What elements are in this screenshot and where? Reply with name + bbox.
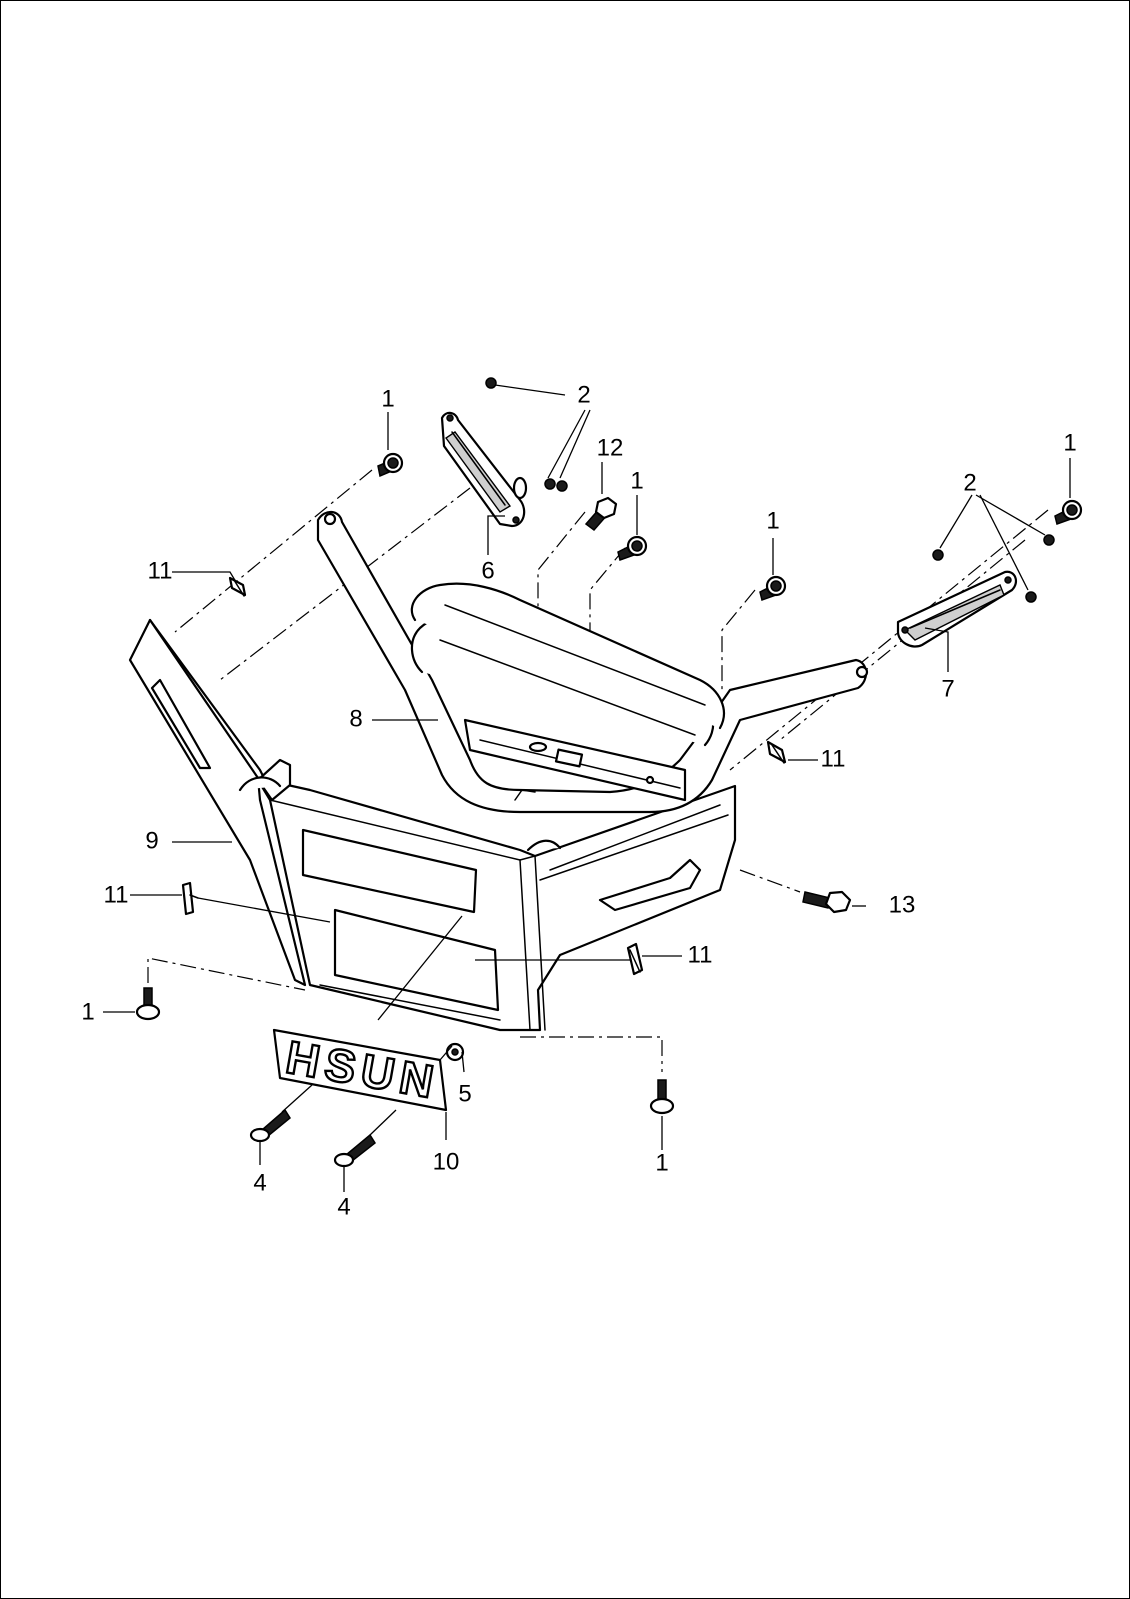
screw-2-c [556,480,568,492]
screw-2-f [1025,591,1037,603]
callout-6: 6 [481,557,494,584]
screw-2-d [932,549,944,561]
clip-11-c [181,881,199,916]
nut-5 [445,1042,465,1062]
bolt-13 [802,890,852,914]
callout-1: 1 [766,507,779,534]
screw-2-e [1043,534,1055,546]
front-guard-bar [316,510,869,814]
bolt-1-c [759,575,787,601]
callout-4: 4 [253,1169,266,1196]
screw-4-a [249,1108,291,1143]
bolt-1-a [377,452,404,478]
callout-11: 11 [104,881,129,908]
callout-1: 1 [630,467,643,494]
callout-11: 11 [821,745,846,772]
bolt-1-d [1054,499,1083,525]
callout-5: 5 [458,1080,471,1107]
front-bumper-body [128,618,737,1032]
fasteners [135,377,1083,1168]
callout-11: 11 [688,941,713,968]
screw-2-b [544,478,556,490]
callout-1: 1 [655,1149,668,1176]
hsun-badge: HSUN [272,1028,448,1112]
right-light-bracket [896,570,1018,648]
screw-4-b [333,1133,376,1168]
bolt-1-f [649,1079,675,1115]
leader-lines [103,384,1071,1192]
bolt-12 [584,496,618,532]
callout-12: 12 [597,434,624,461]
clip-11-d [626,942,644,976]
callout-11: 11 [148,557,173,584]
screw-2-a [485,377,497,389]
callout-1: 1 [81,998,94,1025]
callout-2: 2 [963,469,976,496]
callout-7: 7 [941,675,954,702]
callout-2: 2 [577,381,590,408]
callout-1: 1 [381,385,394,412]
callout-10: 10 [433,1148,460,1175]
bolt-1-e [135,987,161,1021]
left-light-bracket [440,411,528,528]
callouts: 1 2 12 1 1 1 2 11 6 7 8 11 9 11 13 11 1 … [81,381,1076,1220]
callout-1: 1 [1063,429,1076,456]
bolt-1-b [617,535,648,561]
callout-9: 9 [145,827,158,854]
callout-8: 8 [349,705,362,732]
clip-11-b [766,740,787,764]
callout-13: 13 [889,891,916,918]
clip-11-a [228,576,247,597]
badge-text: HSUN [282,1031,443,1109]
callout-4: 4 [337,1193,350,1220]
